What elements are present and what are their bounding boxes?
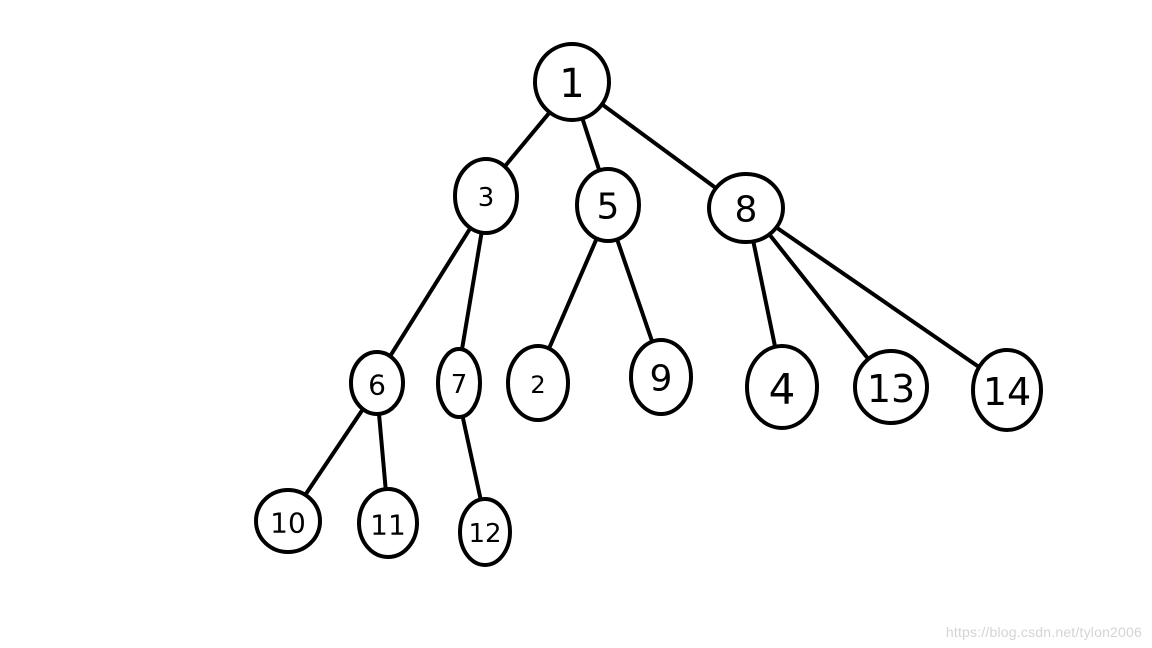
tree-node-3: 3 [453,157,519,235]
node-circle [357,487,419,559]
node-label: 11 [370,509,406,542]
node-circle [533,42,611,122]
tree-node-14: 14 [971,348,1043,432]
tree-node-12: 12 [458,497,512,567]
node-label: 6 [368,369,386,402]
tree-node-1: 1 [533,42,611,122]
edge-n3-n6 [388,226,473,359]
edge-n1-n5 [580,116,602,173]
tree-node-9: 9 [629,338,693,416]
node-label: 4 [769,365,796,414]
edge-n1-n8 [600,102,718,191]
node-circle [436,347,482,419]
node-circle [629,338,693,416]
edge-n8-n14 [774,225,982,370]
node-label: 7 [451,370,468,400]
node-label: 12 [468,519,501,549]
node-label: 14 [983,370,1031,414]
edges-layer [303,102,982,502]
tree-node-2: 2 [506,344,570,422]
edge-n8-n13 [767,232,871,361]
node-label: 5 [597,187,620,228]
tree-node-5: 5 [575,167,641,243]
node-label: 2 [530,371,545,399]
node-label: 3 [478,183,495,213]
edge-n3-n7 [460,230,484,352]
node-label: 9 [650,359,673,400]
tree-node-11: 11 [357,487,419,559]
edge-n6-n11 [377,411,388,492]
node-circle [254,488,322,554]
node-label: 8 [735,190,758,231]
node-circle [506,344,570,422]
edge-n1-n3 [502,110,552,169]
tree-node-13: 13 [853,349,929,425]
node-label: 13 [867,367,915,411]
node-circle [707,172,785,244]
node-label: 1 [559,61,584,107]
node-circle [575,167,641,243]
tree-node-7: 7 [436,347,482,419]
node-circle [971,348,1043,432]
tree-node-6: 6 [349,350,405,416]
node-circle [349,350,405,416]
edge-n7-n12 [460,414,483,502]
tree-node-4: 4 [745,344,819,430]
edge-n8-n4 [751,239,778,349]
node-circle [453,157,519,235]
node-circle [853,349,929,425]
watermark-text: https://blog.csdn.net/tylon2006 [945,624,1142,640]
edge-n6-n10 [303,407,365,497]
node-circle [745,344,819,430]
node-circle [458,497,512,567]
edge-n5-n2 [547,236,599,351]
tree-node-8: 8 [707,172,785,244]
tree-node-10: 10 [254,488,322,554]
edge-n5-n9 [615,237,655,344]
node-label: 10 [270,507,306,540]
